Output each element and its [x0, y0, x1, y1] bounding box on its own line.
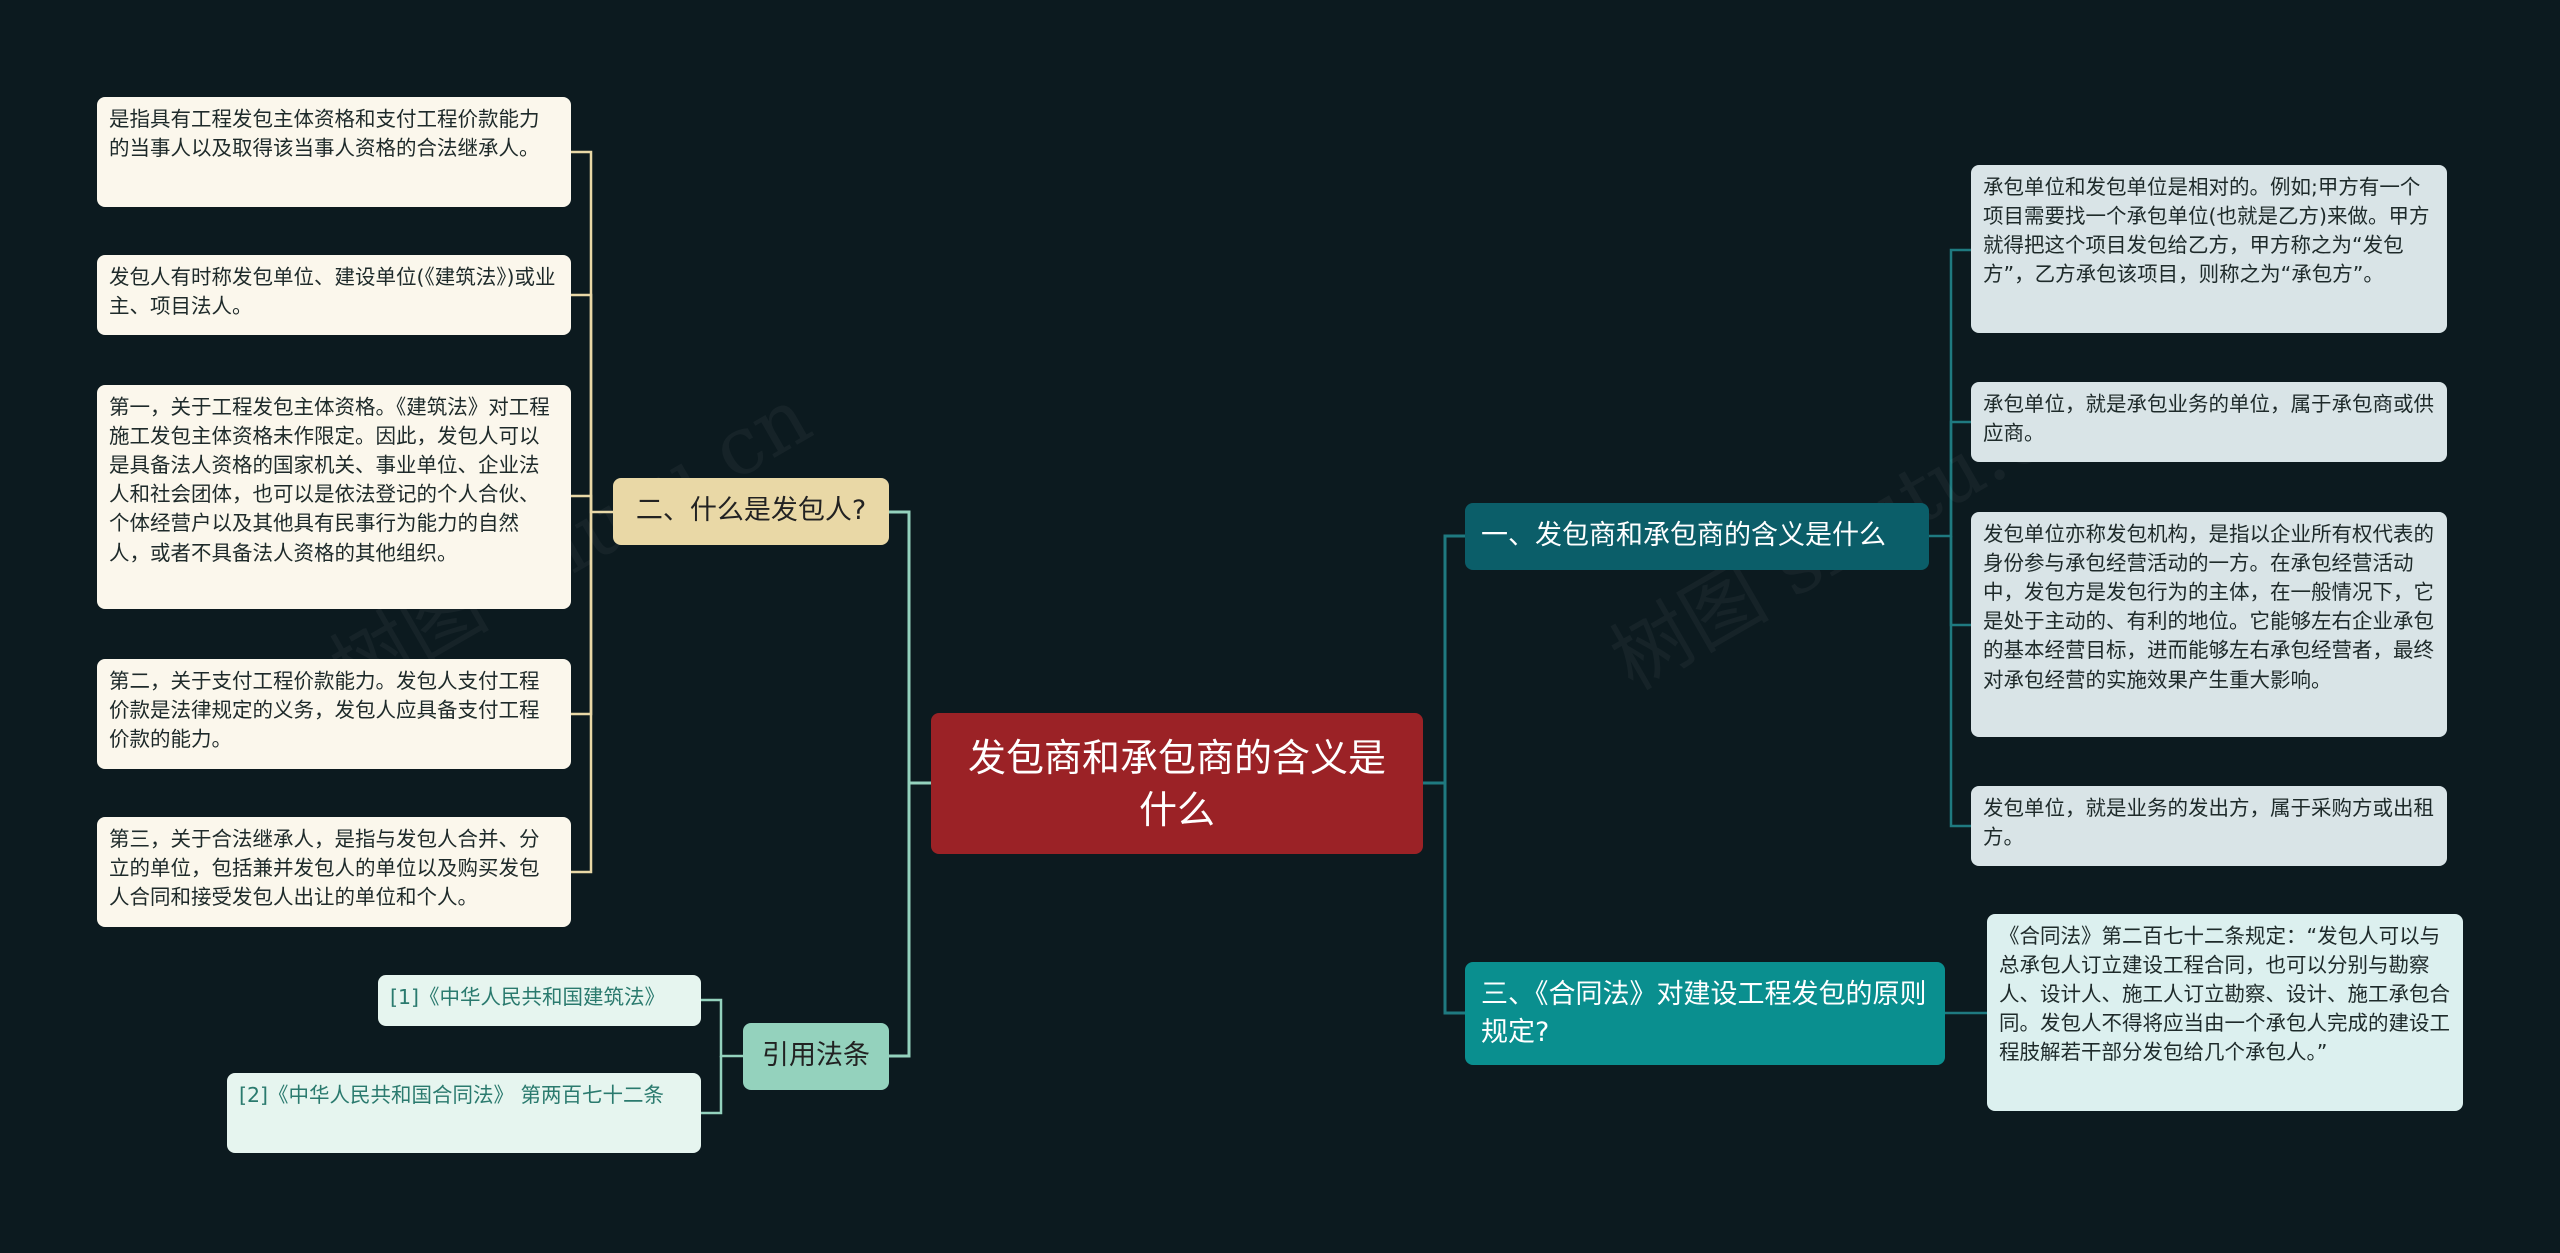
branch-label: 三、《合同法》对建设工程发包的原则规定?: [1481, 978, 1927, 1048]
branch-label: 一、发包商和承包商的含义是什么: [1481, 520, 1886, 552]
leaf-note[interactable]: 承包单位，就是承包业务的单位，属于承包商或供应商。: [1971, 382, 2447, 462]
reference-link[interactable]: [1]《中华人民共和国建筑法》: [378, 975, 701, 1026]
leaf-note[interactable]: 发包单位，就是业务的发出方，属于采购方或出租方。: [1971, 786, 2447, 866]
leaf-note[interactable]: 第三，关于合法继承人，是指与发包人合并、分立的单位，包括兼并发包人的单位以及购买…: [97, 817, 571, 927]
leaf-note[interactable]: 第一，关于工程发包主体资格。《建筑法》对工程施工发包主体资格未作限定。因此，发包…: [97, 385, 571, 609]
edge-root-b3: [1423, 781, 1465, 1015]
leaf-note[interactable]: 第二，关于支付工程价款能力。发包人支付工程价款是法律规定的义务，发包人应具备支付…: [97, 659, 571, 769]
branch-contract-law[interactable]: 三、《合同法》对建设工程发包的原则规定?: [1465, 962, 1945, 1065]
branch-definition[interactable]: 一、发包商和承包商的含义是什么: [1465, 503, 1929, 570]
edge-b2-leaf: [571, 512, 593, 874]
branch-label: 二、什么是发包人?: [635, 495, 867, 527]
edge-b1-leaf: [1929, 248, 1971, 538]
branch-label: 引用法条: [762, 1040, 870, 1072]
leaf-note[interactable]: 发包单位亦称发包机构，是指以企业所有权代表的身份参与承包经营活动的一方。在承包经…: [1971, 512, 2447, 737]
edge-b2-leaf: [571, 512, 593, 716]
leaf-note[interactable]: 承包单位和发包单位是相对的。例如;甲方有一个项目需要找一个承包单位(也就是乙方)…: [1971, 165, 2447, 333]
edge-root-b2: [889, 510, 931, 785]
leaf-note[interactable]: 是指具有工程发包主体资格和支付工程价款能力的当事人以及取得该当事人资格的合法继承…: [97, 97, 571, 207]
root-topic[interactable]: 发包商和承包商的含义是什么: [931, 713, 1423, 854]
edge-b2-leaf: [571, 293, 593, 512]
edge-root-b1: [1423, 534, 1465, 785]
edge-b1-leaf: [1949, 420, 1971, 536]
branch-references[interactable]: 引用法条: [743, 1023, 889, 1090]
edge-b1-leaf: [1949, 536, 1971, 828]
edge-refs-leaf: [701, 1056, 723, 1115]
edge-root-refs: [889, 781, 931, 1058]
leaf-note[interactable]: 发包人有时称发包单位、建设单位(《建筑法》)或业主、项目法人。: [97, 255, 571, 335]
edge-b1-leaf: [1949, 536, 1971, 627]
edge-b2-leaf: [571, 494, 593, 512]
branch-employer[interactable]: 二、什么是发包人?: [613, 478, 889, 545]
leaf-note[interactable]: 《合同法》第二百七十二条规定：“发包人可以与总承包人订立建设工程合同，也可以分别…: [1987, 914, 2463, 1111]
reference-link[interactable]: [2]《中华人民共和国合同法》 第两百七十二条: [227, 1073, 701, 1153]
edge-refs-leaf: [701, 998, 743, 1058]
